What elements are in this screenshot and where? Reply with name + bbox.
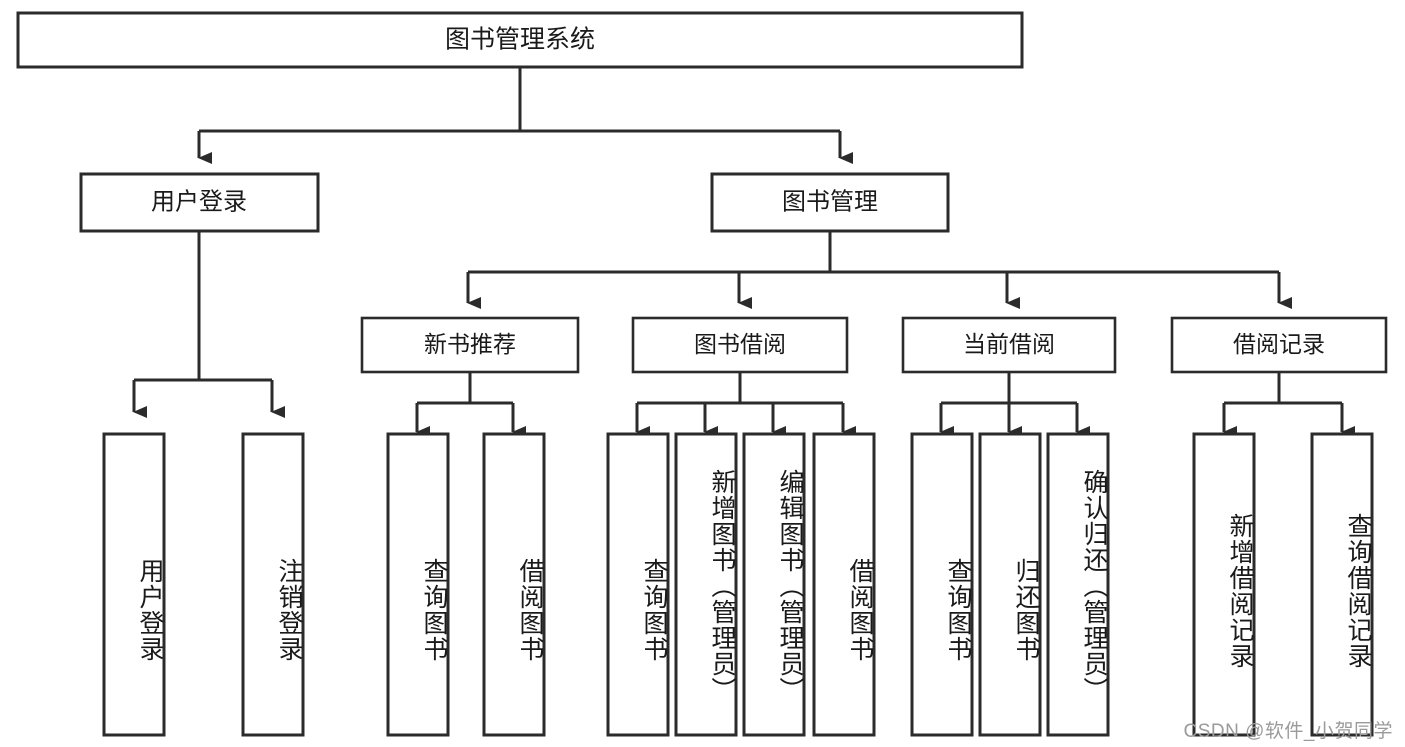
node-new-book-recommend-box xyxy=(360,316,580,374)
leaf-box-query-book-1[interactable] xyxy=(386,432,450,737)
node-current-borrow[interactable]: 当前借阅 xyxy=(901,316,1117,374)
node-user-login[interactable]: 用户登录 xyxy=(79,172,320,233)
edge-book-borrow-to-leaves xyxy=(635,372,856,438)
node-user-login-box xyxy=(79,172,320,233)
edge-new-book-recommend-to-leaves xyxy=(415,372,526,438)
node-current-borrow-box xyxy=(901,316,1117,374)
node-user-login-label: 用户登录 xyxy=(151,188,247,215)
leaf-box-edit-book-admin[interactable] xyxy=(742,432,806,737)
edge-user-login-to-leaves xyxy=(132,231,285,418)
node-book-management-label: 图书管理 xyxy=(782,188,878,215)
edge-book-management-to-level2 xyxy=(466,231,1292,309)
node-book-management[interactable]: 图书管理 xyxy=(710,172,950,233)
csdn-watermark: CSDN @软件_小贺同学 xyxy=(1183,721,1393,742)
leaf-box-logout[interactable] xyxy=(241,432,305,737)
edge-current-borrow-to-leaves xyxy=(939,372,1090,438)
leaf-box-borrow-book-2[interactable] xyxy=(812,432,876,737)
node-book-borrow[interactable]: 图书借阅 xyxy=(631,316,849,374)
node-new-book-recommend[interactable]: 新书推荐 xyxy=(360,316,580,374)
leaf-box-borrow-book-1[interactable] xyxy=(482,432,546,737)
leaf-box-query-borrow-record[interactable] xyxy=(1310,432,1374,737)
leaf-box-add-borrow-record[interactable] xyxy=(1192,432,1256,737)
node-borrow-record[interactable]: 借阅记录 xyxy=(1170,316,1388,374)
leaf-box-return-book[interactable] xyxy=(978,432,1042,737)
node-root-label: 图书管理系统 xyxy=(445,26,595,54)
edge-borrow-record-to-leaves xyxy=(1222,372,1355,438)
node-book-borrow-label: 图书借阅 xyxy=(694,331,786,357)
node-borrow-record-label: 借阅记录 xyxy=(1233,331,1325,357)
node-root-box xyxy=(16,11,1024,69)
node-root[interactable]: 图书管理系统 xyxy=(16,11,1024,69)
node-current-borrow-label: 当前借阅 xyxy=(963,331,1055,357)
leaf-box-user-login[interactable] xyxy=(102,432,166,737)
leaf-box-confirm-return-admin[interactable] xyxy=(1046,432,1110,737)
leaf-box-query-book-3[interactable] xyxy=(910,432,974,737)
leaf-box-add-book-admin[interactable] xyxy=(674,432,738,737)
node-new-book-recommend-label: 新书推荐 xyxy=(424,331,516,357)
edge-root-to-level1 xyxy=(197,67,853,164)
leaf-box-query-book-2[interactable] xyxy=(606,432,670,737)
